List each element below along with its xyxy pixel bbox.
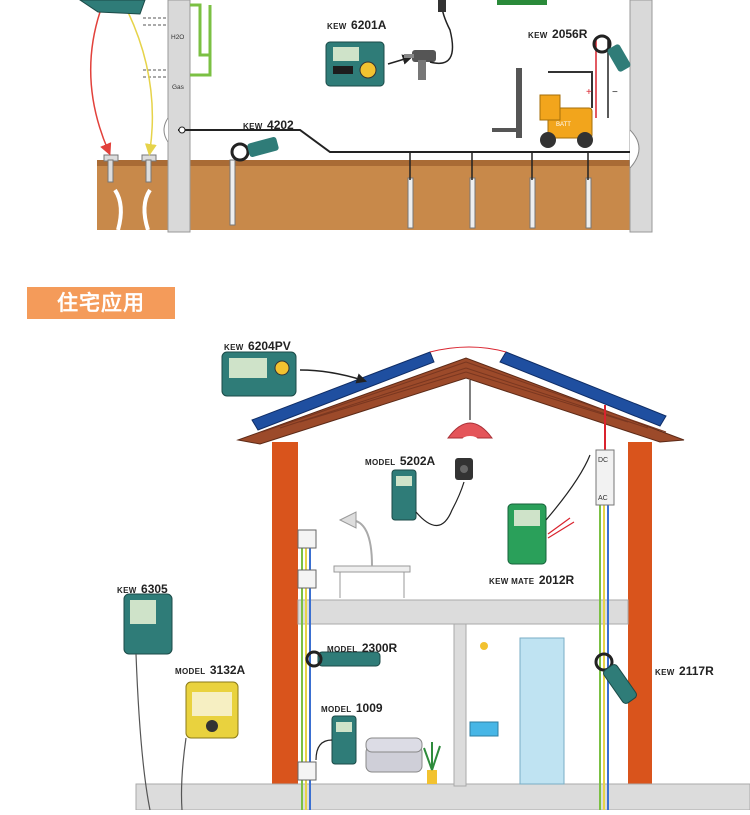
house-left-wall xyxy=(272,442,298,792)
kew2056r-clamp xyxy=(592,34,631,72)
plus-label: + xyxy=(586,87,592,98)
floor-slab xyxy=(297,599,629,625)
batt-label: BATT xyxy=(556,122,571,128)
label-kew4202: KEW 4202 xyxy=(243,118,294,132)
solar-panel-left xyxy=(251,351,435,431)
roof xyxy=(236,357,685,445)
kew6201a-device xyxy=(325,41,385,87)
h2o-label: H2O xyxy=(171,34,184,41)
ac-label: AC xyxy=(598,495,608,502)
left-wall xyxy=(167,0,191,233)
label-kew6204pv: KEW 6204PV xyxy=(224,339,291,353)
label-model5202a: MODEL 5202A xyxy=(365,454,436,468)
kewmate2012r-device xyxy=(507,454,591,565)
dc-label: DC xyxy=(598,457,608,464)
label-model3132a: MODEL 3132A xyxy=(175,663,246,677)
label-kewmate2012r: KEW MATE 2012R xyxy=(489,573,575,587)
drill xyxy=(404,0,454,80)
ground-slab xyxy=(135,783,750,811)
earth-bus xyxy=(178,129,630,153)
model3132a-device xyxy=(180,681,239,811)
label-model2300r: MODEL 2300R xyxy=(327,641,398,655)
industrial-scene: BATT + − H2O Gas xyxy=(79,0,653,233)
label-model1009: MODEL 1009 xyxy=(321,701,383,715)
minus-label: − xyxy=(612,87,618,98)
label-kew6305: KEW 6305 xyxy=(117,582,168,596)
kew6204pv-device xyxy=(221,351,297,397)
label-kew6201a: KEW 6201A xyxy=(327,18,387,32)
model1009-device xyxy=(315,715,357,765)
kew4202-clamp xyxy=(230,137,279,162)
house-right-wall xyxy=(628,442,652,792)
forklift: BATT xyxy=(492,68,593,148)
shower-door xyxy=(519,637,565,785)
inverter xyxy=(595,449,615,506)
label-kew2117r: KEW 2117R xyxy=(655,664,714,678)
model2300r-clamp xyxy=(305,650,381,668)
model5202a-device xyxy=(391,458,473,527)
section-title-residential: 住宅应用 xyxy=(27,287,175,319)
house-scene: DC AC xyxy=(123,346,750,811)
solar-panel-right xyxy=(499,351,667,427)
sofa xyxy=(365,737,423,773)
kew2117r-clamp xyxy=(594,652,637,704)
right-wall xyxy=(629,0,653,233)
gas-label: Gas xyxy=(172,84,185,91)
kew6305-device xyxy=(123,593,173,811)
label-kew2056r: KEW 2056R xyxy=(528,27,588,41)
